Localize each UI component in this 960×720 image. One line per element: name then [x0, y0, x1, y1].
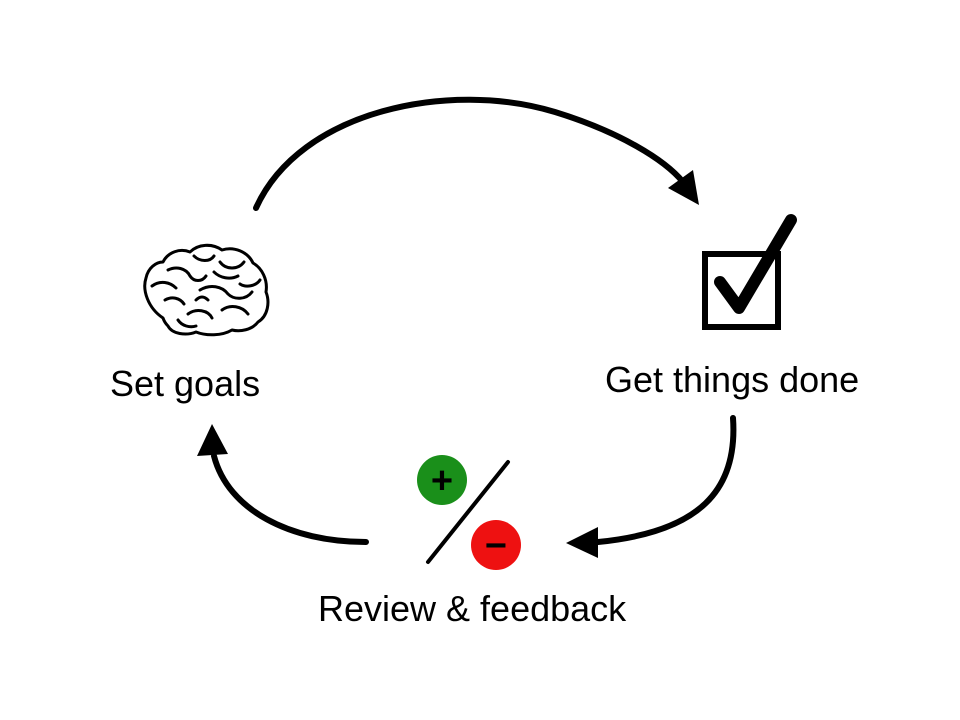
arrow-get-things-done-to-review [566, 415, 737, 558]
plus-symbol: + [431, 460, 453, 502]
minus-symbol: − [485, 525, 507, 567]
review-feedback-label: Review & feedback [318, 588, 627, 629]
get-things-done-label: Get things done [605, 359, 860, 400]
arrow-set-goals-to-get-things-done [253, 96, 699, 211]
set-goals-label: Set goals [110, 363, 261, 404]
arrow-review-to-set-goals [197, 424, 369, 545]
minus-circle [471, 520, 521, 570]
plus-circle [417, 455, 467, 505]
brain-icon [143, 243, 270, 337]
checkbox-checked-icon [702, 214, 797, 330]
plus-minus-icon: + − [417, 455, 521, 570]
slash-divider [426, 460, 510, 564]
